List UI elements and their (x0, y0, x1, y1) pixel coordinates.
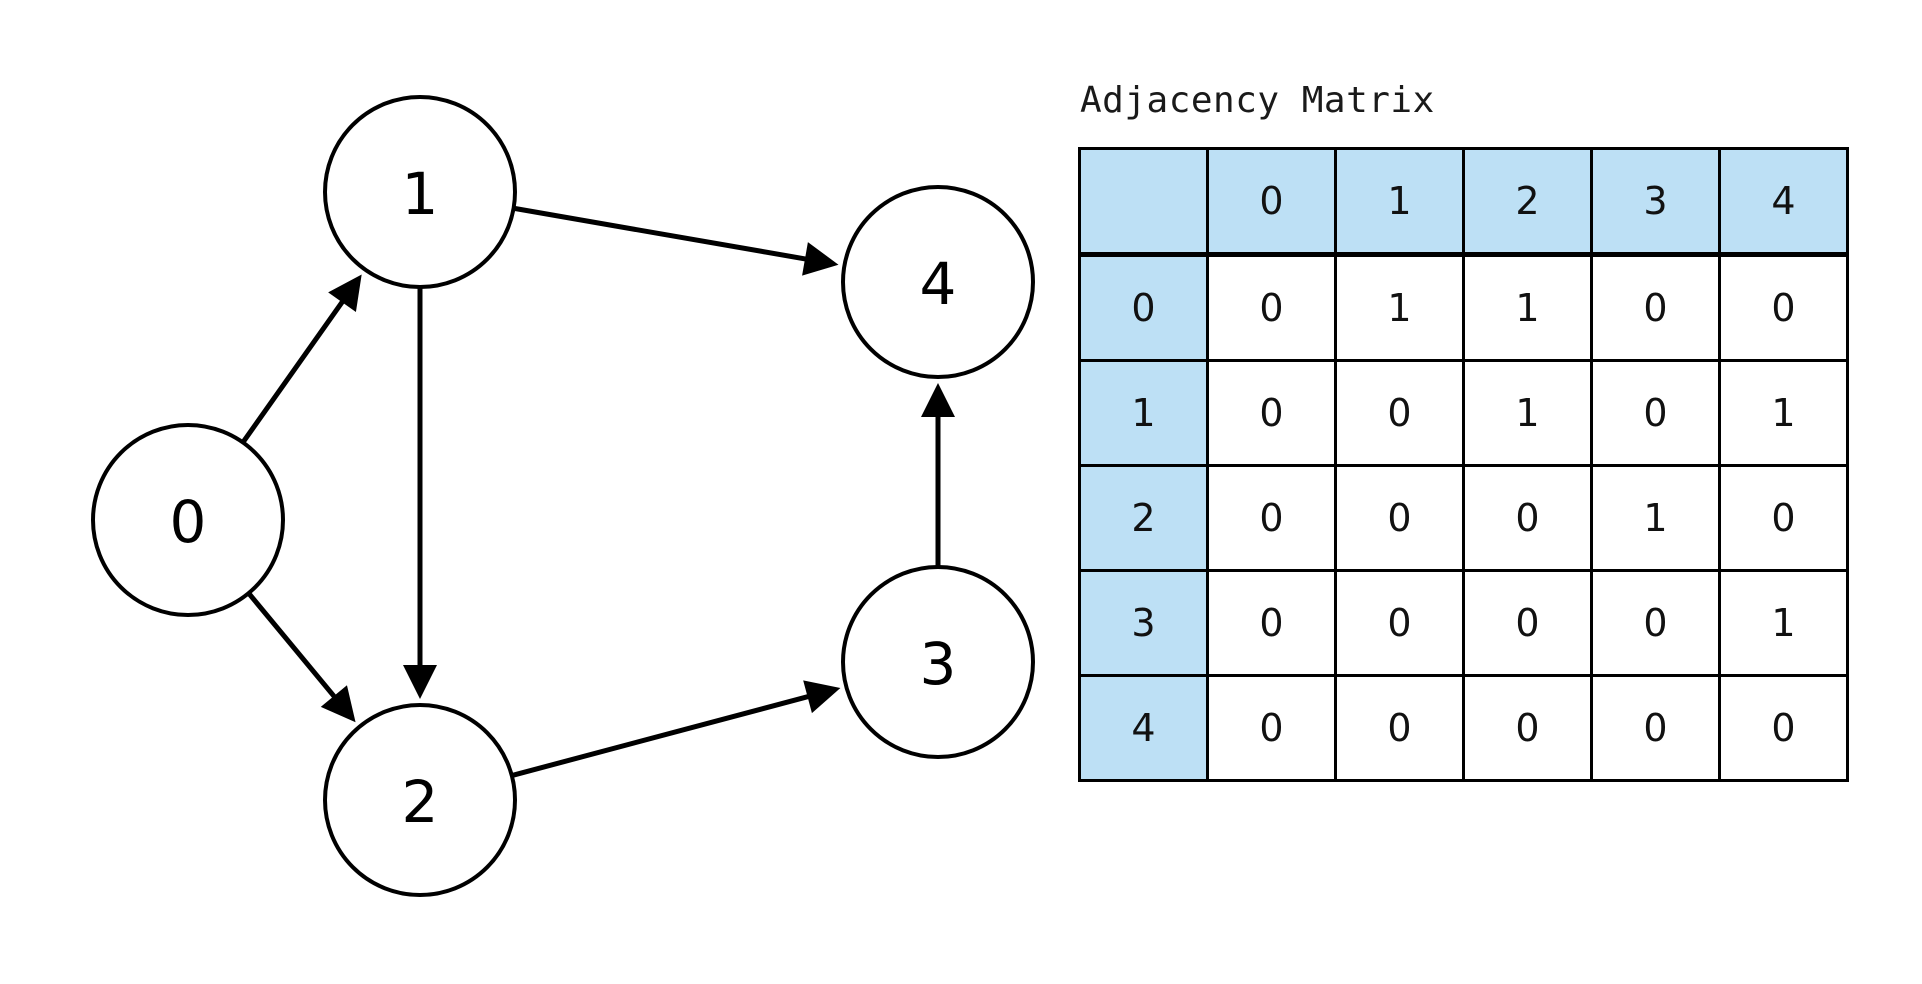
edges-layer (240, 205, 955, 778)
matrix-cell-1-3: 0 (1590, 359, 1721, 467)
graph-node-2[interactable]: 2 (323, 703, 517, 897)
matrix-row-header-4: 4 (1078, 674, 1209, 782)
matrix-cell-2-4: 0 (1718, 464, 1849, 572)
matrix-cell-0-2: 1 (1462, 253, 1593, 362)
matrix-cell-1-0: 0 (1206, 359, 1337, 467)
matrix-cell-3-4: 1 (1718, 569, 1849, 677)
arrowhead-icon-3-to-4 (921, 383, 955, 417)
matrix-corner-cell (1078, 147, 1209, 257)
matrix-row-header-1: 1 (1078, 359, 1209, 467)
graph-diagram-panel: 0 1 2 3 4 (91, 95, 1035, 897)
matrix-cell-3-2: 0 (1462, 569, 1593, 677)
matrix-cell-1-1: 0 (1334, 359, 1465, 467)
matrix-cell-4-4: 0 (1718, 674, 1849, 782)
graph-node-circle-1 (323, 95, 517, 289)
graph-node-circle-2 (323, 703, 517, 897)
graph-node-label-0: 0 (170, 488, 207, 556)
graph-node-0[interactable]: 0 (91, 423, 285, 617)
graph-node-3[interactable]: 3 (841, 565, 1035, 759)
matrix-cell-4-2: 0 (1462, 674, 1593, 782)
matrix-col-header-4: 4 (1718, 147, 1849, 257)
graph-node-1[interactable]: 1 (323, 95, 517, 289)
matrix-cell-2-2: 0 (1462, 464, 1593, 572)
matrix-cell-3-1: 0 (1334, 569, 1465, 677)
matrix-cell-0-1: 1 (1334, 253, 1465, 362)
matrix-cell-0-3: 0 (1590, 253, 1721, 362)
matrix-cell-0-0: 0 (1206, 253, 1337, 362)
graph-edge-1-to-4 (513, 205, 812, 263)
matrix-col-header-0: 0 (1206, 147, 1337, 257)
graph-node-circle-3 (841, 565, 1035, 759)
arrowhead-icon-0-to-2 (320, 685, 356, 723)
graph-node-4[interactable]: 4 (841, 185, 1035, 379)
arrowhead-icon-0-to-1 (328, 274, 362, 313)
graph-node-circle-4 (841, 185, 1035, 379)
matrix-cell-3-0: 0 (1206, 569, 1337, 677)
arrowhead-icon-2-to-3 (803, 680, 841, 714)
matrix-row-header-0: 0 (1078, 253, 1209, 362)
graph-edge-0-to-1 (240, 295, 348, 444)
graph-node-label-3: 3 (920, 630, 957, 698)
matrix-cell-2-3: 1 (1590, 464, 1721, 572)
graph-edge-2-to-3 (511, 692, 814, 778)
nodes-layer: 0 1 2 3 4 (91, 95, 1035, 897)
matrix-col-header-2: 2 (1462, 147, 1593, 257)
graph-canvas: 0 1 2 3 4 (91, 95, 1035, 897)
matrix-title: Adjacency Matrix (1080, 80, 1435, 121)
matrix-cell-1-2: 1 (1462, 359, 1593, 467)
matrix-cell-4-0: 0 (1206, 674, 1337, 782)
matrix-col-header-1: 1 (1334, 147, 1465, 257)
matrix-cell-4-3: 0 (1590, 674, 1721, 782)
arrowhead-icon-1-to-2 (403, 665, 437, 699)
graph-node-label-1: 1 (402, 160, 439, 228)
matrix-cell-1-4: 1 (1718, 359, 1849, 467)
matrix-row-header-2: 2 (1078, 464, 1209, 572)
arrowhead-icon-1-to-4 (802, 242, 839, 276)
graph-node-label-4: 4 (920, 250, 957, 318)
matrix-col-header-3: 3 (1590, 147, 1721, 257)
graph-node-label-2: 2 (402, 768, 439, 836)
graph-node-circle-0 (91, 423, 285, 617)
graph-edge-0-to-2 (246, 591, 340, 703)
matrix-cell-3-3: 0 (1590, 569, 1721, 677)
matrix-cell-4-1: 0 (1334, 674, 1465, 782)
matrix-cell-2-0: 0 (1206, 464, 1337, 572)
matrix-row-header-3: 3 (1078, 569, 1209, 677)
matrix-cell-2-1: 0 (1334, 464, 1465, 572)
matrix-cell-0-4: 0 (1718, 253, 1849, 362)
